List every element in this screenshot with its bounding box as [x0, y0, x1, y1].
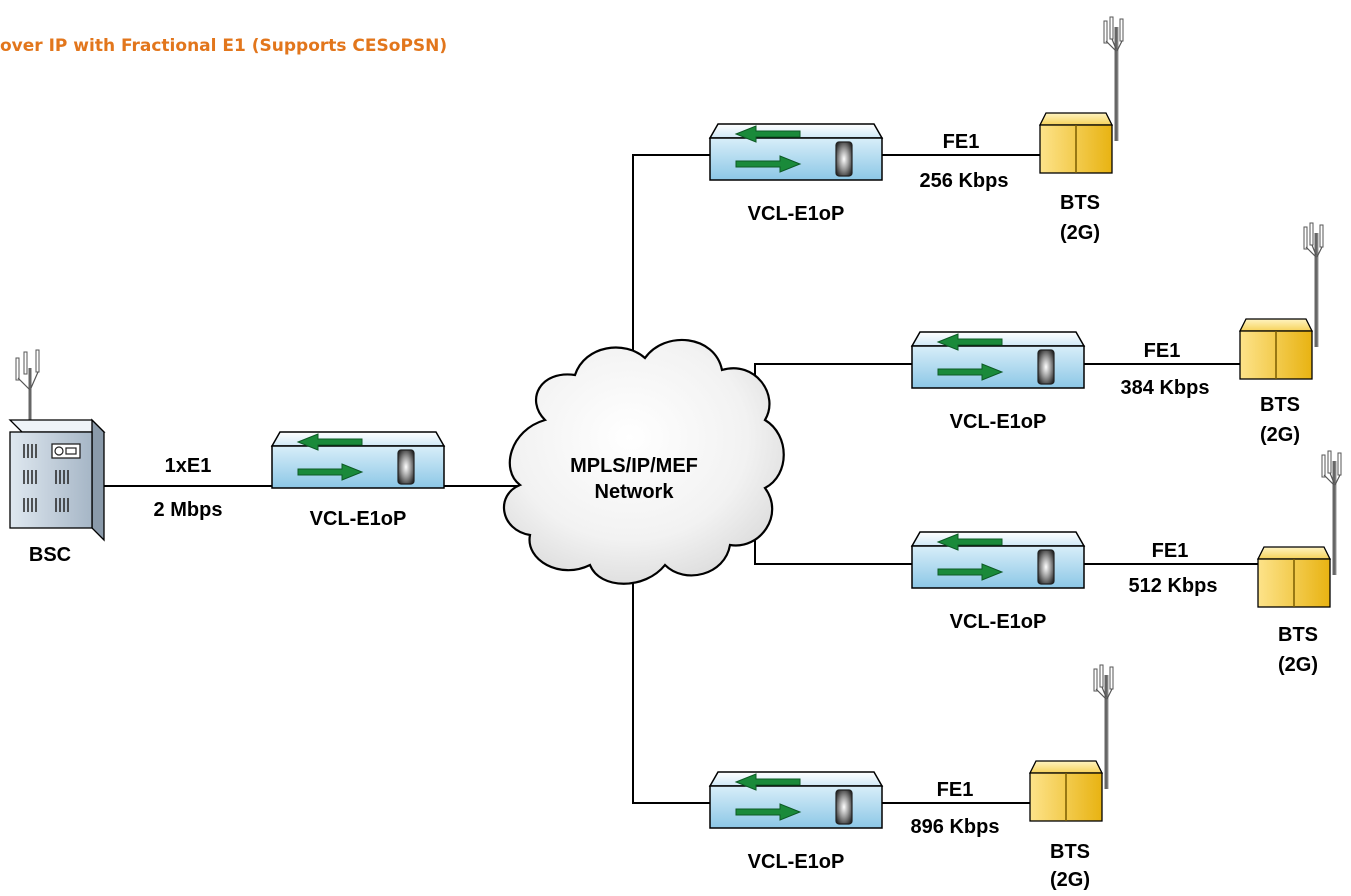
link-cloud-branch-3: [754, 540, 912, 565]
branch-1-bts-line2: (2G): [1060, 222, 1100, 244]
branch-2-bts-line2: (2G): [1260, 424, 1300, 446]
branch-2-device-label: VCL-E1oP: [950, 411, 1047, 433]
branch-3-bts-line2: (2G): [1278, 654, 1318, 676]
link-cloud-branch-4: [632, 580, 710, 804]
branch-3-bts-line1: BTS: [1278, 624, 1318, 646]
branch-3: VCL-E1oP FE1 512 Kbps BTS (2G): [911, 449, 1343, 676]
branch-3-device-label: VCL-E1oP: [950, 611, 1047, 633]
branch-2-bts-icon: [1238, 221, 1325, 381]
branch-2: VCL-E1oP FE1 384 Kbps BTS (2G): [911, 221, 1325, 446]
connection-lines: [104, 154, 1258, 804]
bsc-label: BSC: [29, 544, 71, 566]
bsc-station: BSC: [8, 349, 106, 566]
branch-2-bts-line1: BTS: [1260, 394, 1300, 416]
diagram-title: over IP with Fractional E1 (Supports CES…: [0, 36, 448, 56]
bsc-link-top-label: 1xE1: [165, 455, 212, 477]
branch-1-link-top: FE1: [943, 131, 980, 153]
branch-2-link-bottom: 384 Kbps: [1121, 377, 1210, 399]
branch-1-link-bottom: 256 Kbps: [920, 170, 1009, 192]
branch-4-bts-line2: (2G): [1050, 869, 1090, 891]
branch-3-link-bottom: 512 Kbps: [1129, 575, 1218, 597]
branch-4-link-bottom: 896 Kbps: [911, 816, 1000, 838]
branch-4-bts-icon: [1028, 663, 1115, 823]
antenna-icon: [15, 349, 40, 420]
bsc-link-bottom-label: 2 Mbps: [154, 499, 223, 521]
branch-4: VCL-E1oP FE1 896 Kbps BTS (2G): [709, 663, 1115, 891]
branch-3-bts-icon: [1256, 449, 1343, 609]
link-cloud-branch-1: [632, 154, 710, 365]
branch-1-bts-line1: BTS: [1060, 192, 1100, 214]
main-device: VCL-E1oP: [271, 431, 445, 530]
branch-4-device-label: VCL-E1oP: [748, 851, 845, 873]
branch-1-bts-icon: [1038, 15, 1125, 175]
branch-2-link-top: FE1: [1144, 340, 1181, 362]
link-cloud-branch-2: [754, 363, 912, 420]
branch-1-device-label: VCL-E1oP: [748, 203, 845, 225]
branch-4-link-top: FE1: [937, 779, 974, 801]
branch-4-bts-line1: BTS: [1050, 841, 1090, 863]
branch-3-link-top: FE1: [1152, 540, 1189, 562]
branch-1: VCL-E1oP FE1 256 Kbps BTS (2G): [709, 15, 1125, 244]
cloud-label-line2: Network: [595, 481, 675, 503]
cloud-label-line1: MPLS/IP/MEF: [570, 455, 698, 477]
network-cloud: MPLS/IP/MEF Network: [502, 338, 785, 585]
main-device-label: VCL-E1oP: [310, 508, 407, 530]
